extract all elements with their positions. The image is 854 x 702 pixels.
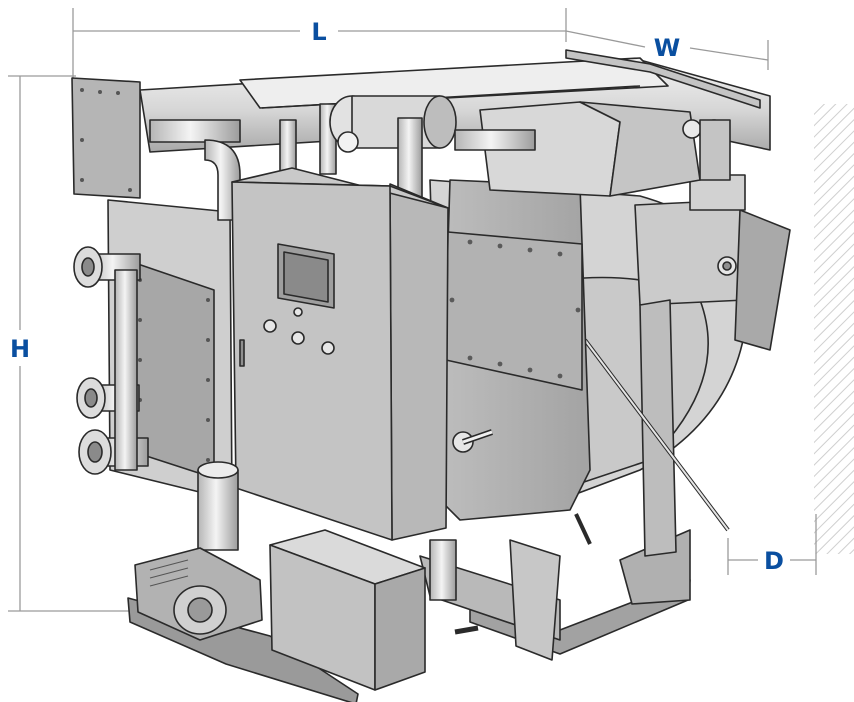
absorption-chiller-illustration [71,49,791,702]
support-leg [509,539,561,661]
dimension-label-w: W [654,34,680,62]
dimension-label-d: D [764,547,784,575]
dimension-label-l: L [311,18,326,46]
control-cabinet-front [231,181,393,541]
w-dimension-line [565,30,646,48]
dimension-label-h: H [10,335,30,363]
lower-tank [197,469,239,551]
piping [149,95,731,221]
cabinet-indicator-lamps [263,307,335,355]
control-cabinet-side [389,183,449,541]
junction-box-side [374,567,426,691]
top-rail [565,49,761,109]
left-header-box [71,77,141,199]
right-end-box [634,199,746,306]
wall-hatch [814,104,854,554]
dimension-lines [8,8,817,612]
